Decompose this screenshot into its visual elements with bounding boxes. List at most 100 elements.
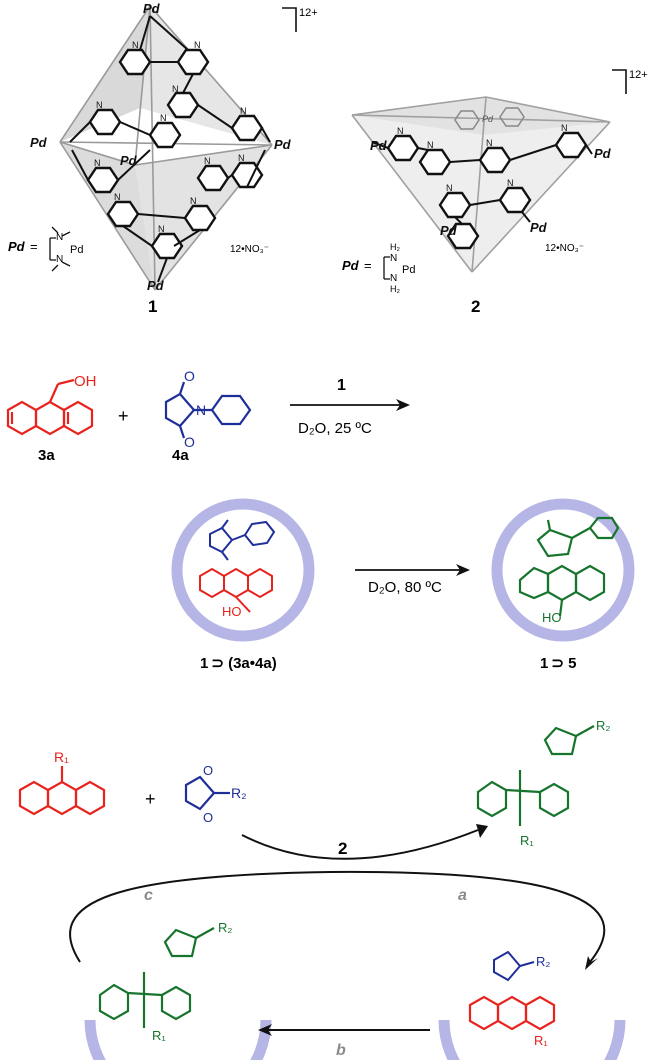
cage-2-charge: 12+ [629,69,648,81]
host-guest-label: ⊃ 5 [551,655,576,672]
pd-node-label: Pd [120,153,138,168]
step-a-label: a [458,887,467,904]
cycle-arc [69,870,606,963]
catalyst-arc [241,829,479,860]
n-atom: N [56,254,63,265]
svg-text:N: N [194,40,201,50]
charge-bracket-1 [282,7,297,32]
cage-2-back-ligands [454,107,525,130]
n-atom: N [196,402,206,418]
bound-anthracene [468,995,556,1031]
pd-def-label: Pd [8,239,26,254]
svg-text:N: N [94,158,101,168]
cage-1-number: 1 [148,297,157,316]
pd-def-structure [49,226,71,272]
catalytic-cycle: R₁ + O O R₂ R₂ R₁ 2 c a [18,718,626,1060]
pd-node-label: Pd [30,135,48,150]
encapsulated-maleimide [209,519,276,561]
o-atom: O [184,434,195,450]
svg-text:N: N [204,156,211,166]
nh2-top: H₂ [390,242,400,252]
complex-label-left: 1⊃ (3a•4a) [200,655,277,672]
o-atom: O [184,368,195,384]
cage-host-bowl [438,1019,626,1060]
svg-text:N: N [446,183,453,193]
arrow-head [396,399,410,411]
n-atom: N [56,232,63,243]
nh2-bottom: H₂ [390,284,400,294]
cage-1-charge: 12+ [299,7,318,19]
cage-2-face [352,97,610,272]
svg-text:N: N [486,138,493,148]
r2-substituent: R₂ [218,920,232,935]
svg-text:N: N [240,106,247,116]
oh-group: OH [74,373,97,390]
arrow-head [476,824,488,838]
pd-node-label: Pd [147,278,165,293]
ho-group: HO [542,610,562,625]
svg-text:N: N [172,84,179,94]
plus-sign: + [145,789,156,809]
svg-text:N: N [114,192,121,202]
charge-bracket-2 [612,69,627,94]
n-atom: N [390,273,397,284]
svg-text:N: N [96,100,103,110]
cage-host-bowl [84,1019,272,1060]
cage-2-bonds [371,141,593,225]
svg-text:N: N [238,153,245,163]
pd-def-structure [383,256,390,280]
pd-def-label: Pd [342,258,360,273]
pd-node-label-back: Pd [482,114,494,124]
reaction-1: OH 3a + O O N 4a 1 D₂O, 25 ºC [6,368,410,464]
step-b-label: b [336,1042,346,1059]
pd-node-label: Pd [440,223,458,238]
pd-def-equals: = [364,258,372,273]
bound-maleimide [493,950,535,982]
reaction-2-conditions: D₂O, 80 ºC [368,579,442,596]
catalyst-2-label: 2 [338,839,347,858]
host-guest-label: ⊃ (3a•4a) [211,655,276,672]
cage-host-ring [171,498,315,642]
n-atom: N [390,253,397,264]
maleimide-4a [164,381,252,439]
catalyst-1-label: 1 [337,377,346,394]
svg-text:N: N [160,113,167,123]
r2-substituent: R₂ [596,718,610,733]
pd-atom: Pd [70,244,83,256]
cage-number: 1 [200,655,208,672]
cage-host-ring [491,498,635,642]
r2-substituent: R₂ [536,954,550,969]
r1-substituent: R₁ [54,749,69,765]
r2-substituent: R₂ [231,785,247,801]
pd-node-label: Pd [594,146,612,161]
cage-2-number: 2 [471,297,480,316]
pd-node-label: Pd [143,1,161,16]
reactant-3a-label: 3a [38,447,55,464]
maleimide-r2 [184,775,230,811]
complex-label-right: 1⊃ 5 [540,655,576,672]
reactant-4a-label: 4a [172,447,189,464]
svg-text:N: N [158,224,165,234]
step-c-label: c [144,887,153,904]
pd-atom: Pd [402,264,415,276]
cage-2-counterion: 12•NO₃⁻ [545,243,584,254]
anthracene-r1 [18,766,106,816]
svg-text:N: N [132,40,139,50]
svg-text:N: N [507,178,514,188]
cage-number: 1 [540,655,548,672]
r1-substituent: R₁ [534,1033,548,1048]
pd-def-equals: = [30,239,38,254]
svg-text:N: N [427,140,434,150]
svg-text:N: N [190,196,197,206]
r1-substituent: R₁ [520,833,534,848]
arrow-head [456,564,470,576]
cage-1-counterion: 12•NO₃⁻ [230,244,269,255]
cycloadduct [476,725,595,826]
svg-text:N: N [561,123,568,133]
svg-text:1⊃ 5: 1⊃ 5 [540,655,576,672]
reaction-2: HO D₂O, 80 ºC HO 1⊃ (3a•4a) 1⊃ 5 [171,498,635,672]
pd-node-label: Pd [530,220,548,235]
